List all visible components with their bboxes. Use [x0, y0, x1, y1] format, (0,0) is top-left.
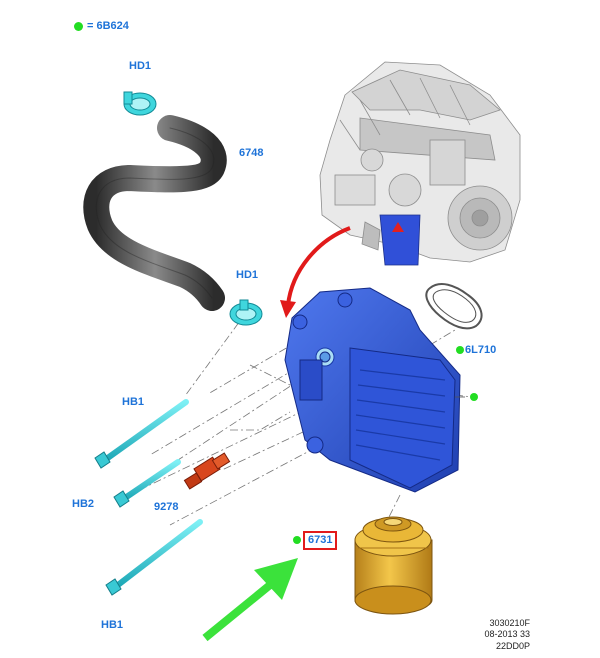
engine-block-icon: [319, 61, 521, 266]
hose-clamp-icon: [123, 91, 157, 116]
label-hd1-mid: HD1: [236, 269, 259, 281]
oil-filter-icon: [354, 516, 433, 615]
figure-reference: 3030210F 08-2013 33 22DD0P: [484, 618, 530, 652]
legend: = 6B624: [74, 20, 129, 32]
label-filter-highlighted: 6731: [303, 531, 338, 550]
label-sensor: 9278: [154, 501, 179, 513]
marker-dot: [293, 536, 301, 544]
legend-text: = 6B624: [87, 20, 129, 32]
oil-cooler-housing-icon: [284, 287, 461, 493]
figure-ref-line3: 22DD0P: [495, 640, 530, 651]
label-hb1-bottom: HB1: [101, 619, 124, 631]
figure-ref-line1: 3030210F: [489, 618, 530, 628]
coolant-hose-icon: [83, 115, 227, 311]
red-arrow: [280, 226, 351, 318]
bolt-icon: [113, 459, 181, 508]
marker-dot: [456, 346, 464, 354]
label-hose: 6748: [239, 147, 264, 159]
label-gasket: 6L710: [465, 344, 497, 356]
label-hd1-top: HD1: [129, 60, 152, 72]
hose-clamp-icon: [229, 299, 263, 326]
marker-dot: [470, 393, 478, 401]
bolt-icon: [105, 519, 203, 596]
gasket-icon: [425, 283, 483, 330]
legend-dot-icon: [74, 21, 83, 31]
label-hb1-top: HB1: [122, 396, 145, 408]
sensor-icon: [183, 452, 231, 490]
figure-ref-line2: 08-2013 33: [484, 629, 530, 640]
label-hb2: HB2: [72, 498, 95, 510]
green-arrow: [202, 558, 298, 642]
bolt-icon: [94, 399, 189, 469]
